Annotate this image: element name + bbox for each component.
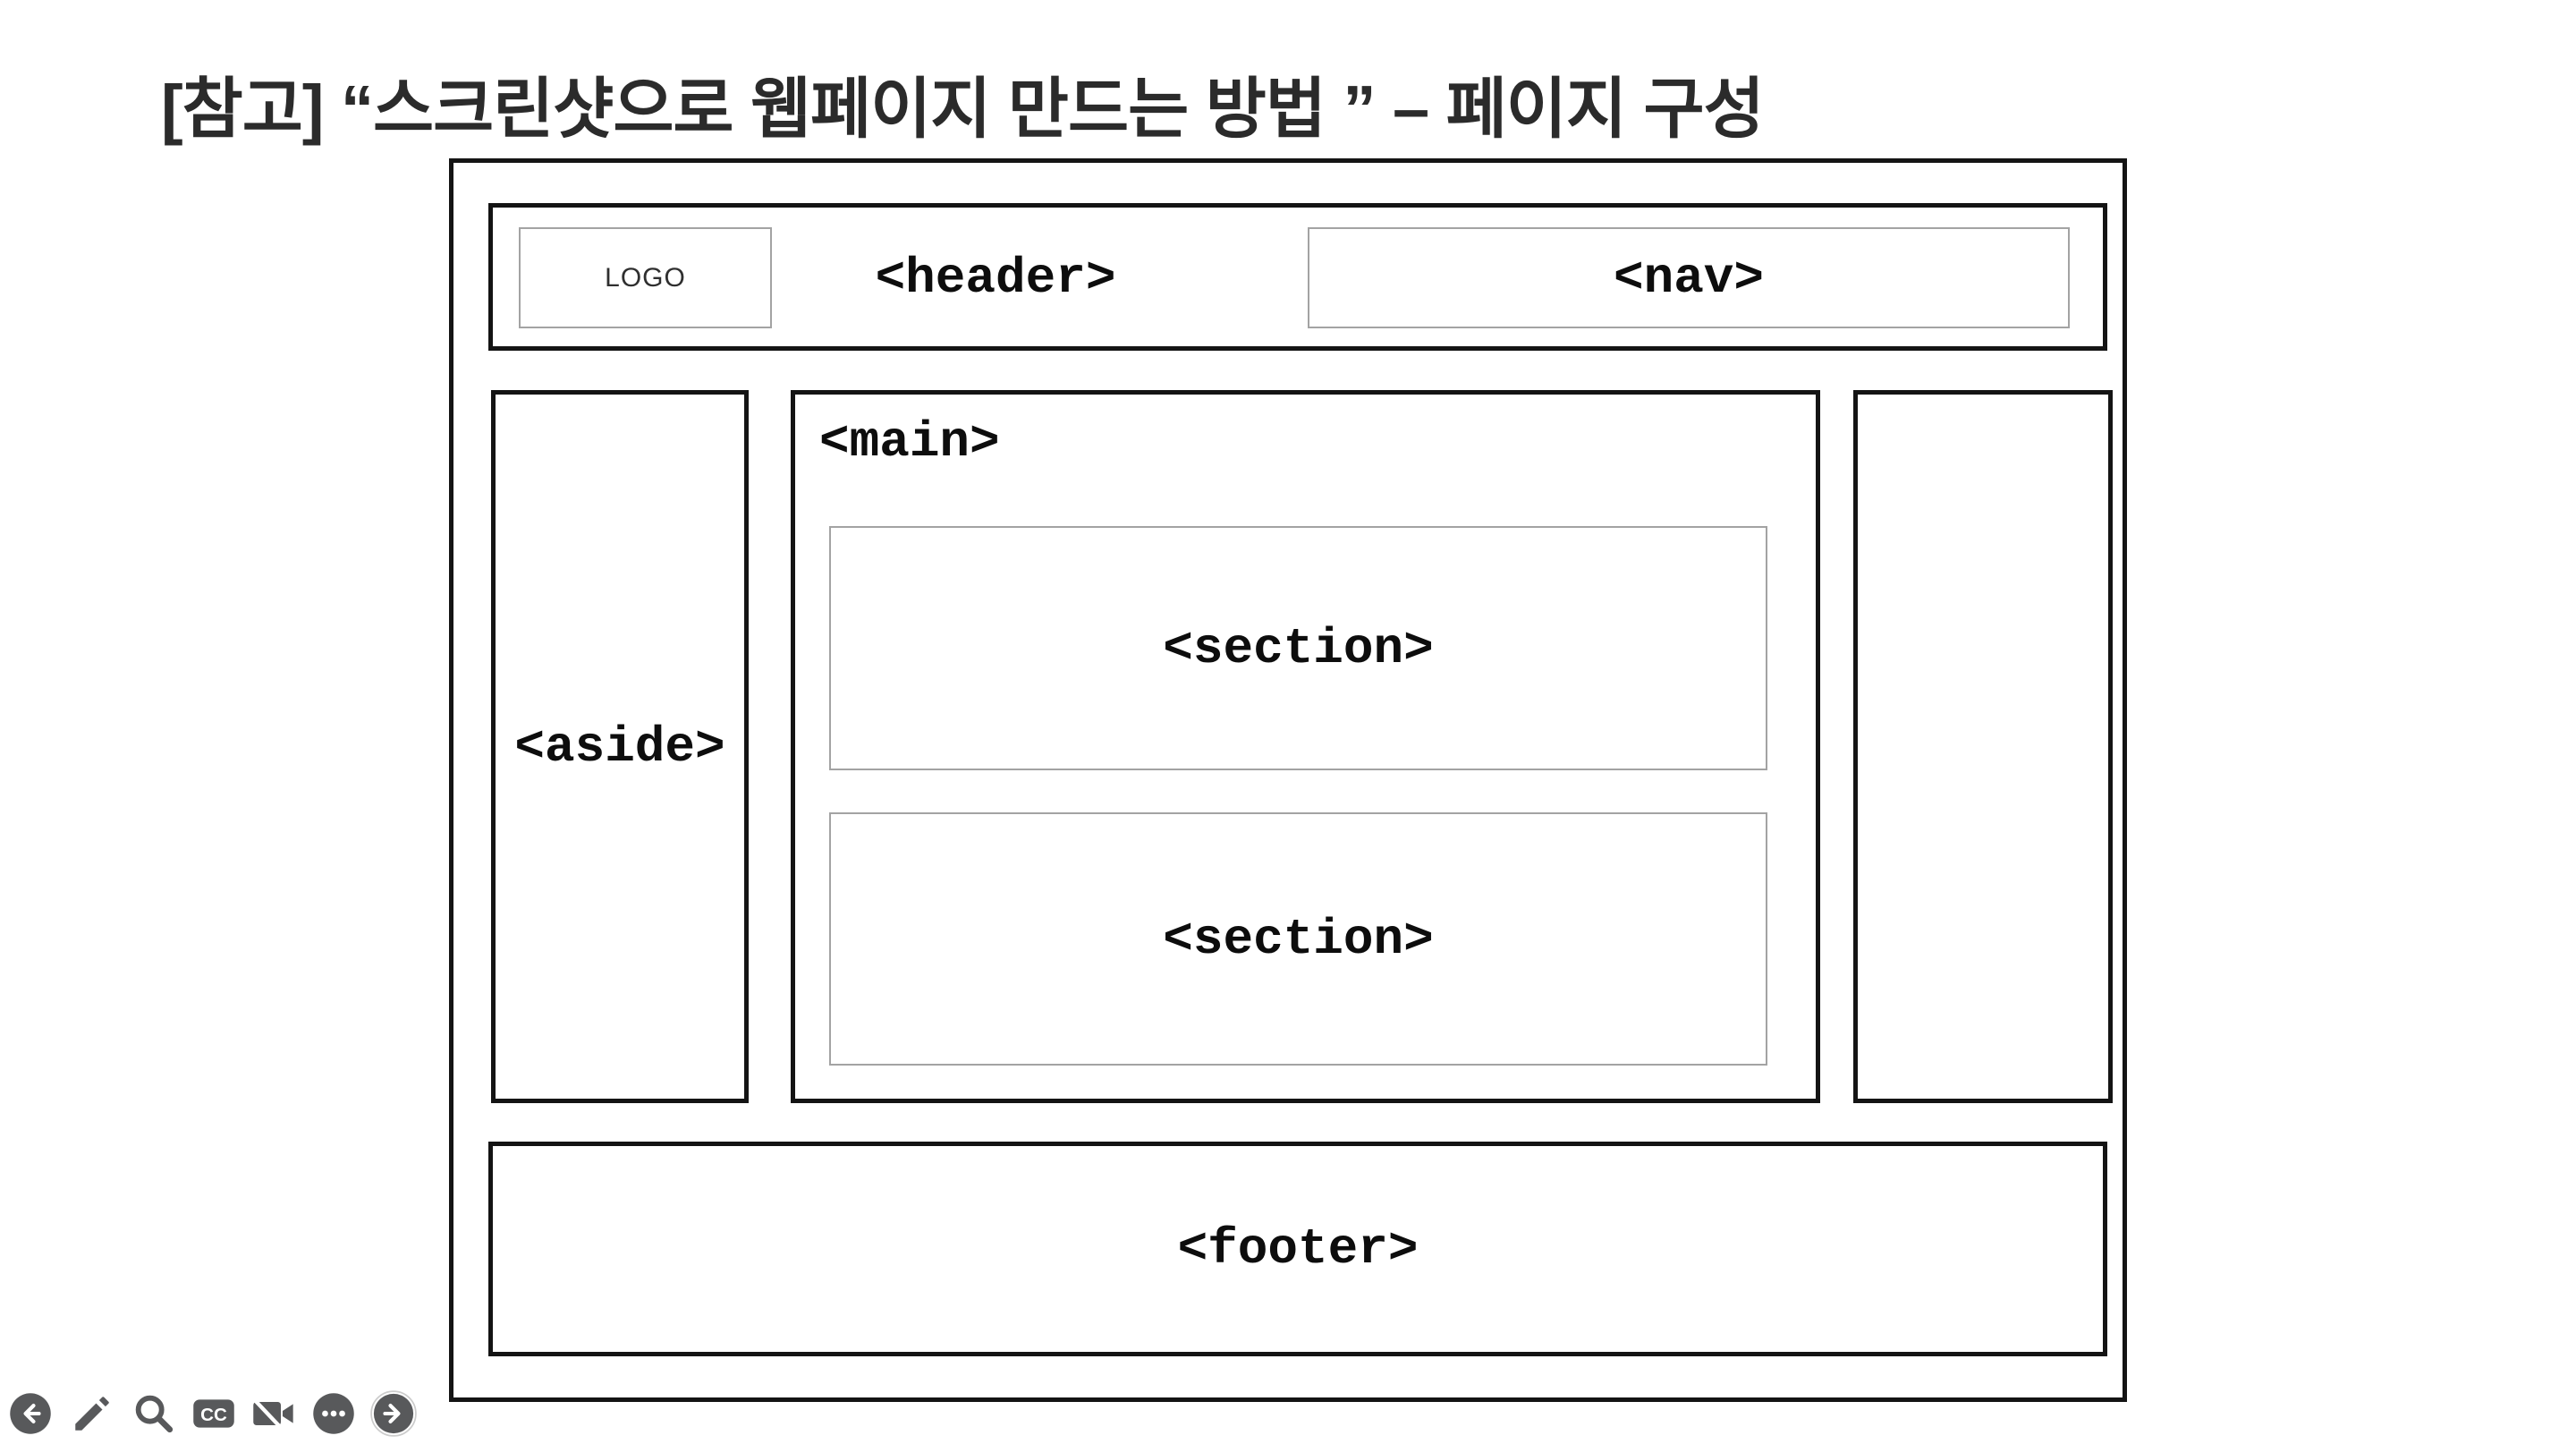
more-ellipsis-circle-icon[interactable] [310, 1390, 357, 1437]
pencil-edit-icon[interactable] [67, 1390, 117, 1437]
wireframe-section-1-box: <section> [829, 526, 1767, 770]
footer-tag-label: <footer> [1177, 1220, 1419, 1278]
aside-left-tag-label: <aside> [514, 718, 725, 776]
wireframe-section-2-box: <section> [829, 812, 1767, 1066]
header-tag-label: <header> [875, 249, 1116, 307]
cc-text: CC [200, 1405, 227, 1425]
section-2-tag-label: <section> [1163, 910, 1434, 968]
wireframe-aside-right-box [1853, 390, 2113, 1103]
search-magnifier-icon[interactable] [131, 1390, 177, 1437]
wireframe-logo-box: LOGO [519, 227, 772, 328]
logo-label: LOGO [605, 262, 686, 293]
main-tag-label: <main> [819, 413, 1000, 471]
nav-tag-label: <nav> [1613, 249, 1765, 307]
video-off-icon[interactable] [250, 1390, 297, 1437]
section-1-tag-label: <section> [1163, 619, 1434, 677]
page-title: [참고] “스크린샷으로 웹페이지 만드는 방법 ” – 페이지 구성 [161, 72, 1765, 146]
main-tag-label-wrap: <main> [819, 413, 1000, 471]
wireframe-nav-box: <nav> [1308, 227, 2070, 328]
next-arrow-circle-icon[interactable] [370, 1390, 417, 1437]
wireframe-aside-left-box: <aside> [491, 390, 749, 1103]
closed-captions-icon[interactable]: CC [191, 1390, 237, 1437]
wireframe-footer-box: <footer> [488, 1142, 2107, 1356]
header-tag-label-wrap: <header> [772, 227, 1219, 328]
player-toolbar: CC [7, 1390, 417, 1437]
previous-arrow-circle-icon[interactable] [7, 1390, 54, 1437]
